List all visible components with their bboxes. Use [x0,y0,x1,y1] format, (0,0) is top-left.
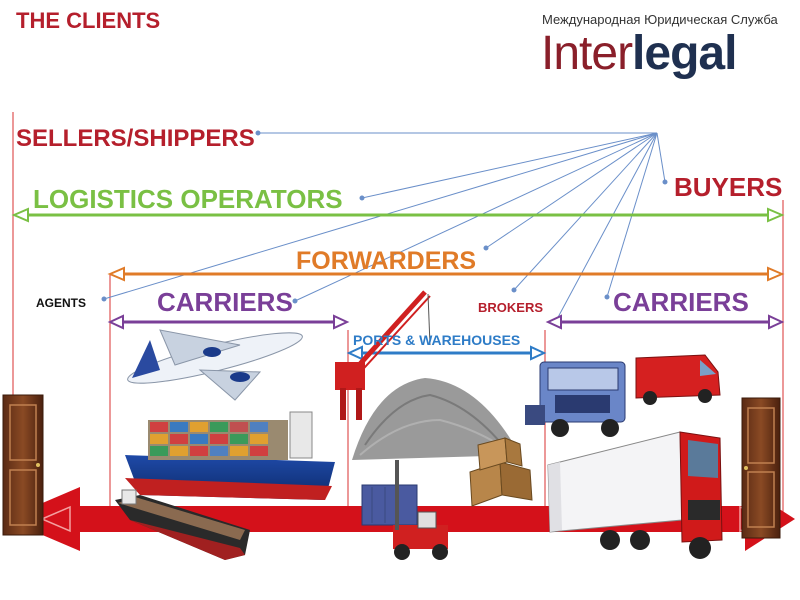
door-left [3,395,43,535]
label-logistics-operators: LOGISTICS OPERATORS [33,186,343,212]
crates [470,438,532,506]
brand-logo: Interlegal [541,26,736,81]
carriers-right-arrow [548,316,782,328]
label-forwarders: FORWARDERS [296,249,476,274]
label-carriers-right: CARRIERS [613,289,749,315]
van-red [636,355,720,405]
brand-tagline: Международная Юридическая Служба [542,12,778,27]
label-carriers-left: CARRIERS [157,289,293,315]
container-ship [125,412,335,500]
brand-name-part1: Inter [541,27,632,80]
label-ports-warehouses: PORTS & WAREHOUSES [353,333,520,347]
brand-name-part2: legal [632,27,736,80]
page-title: THE CLIENTS [16,10,160,32]
carriers-left-arrow [110,316,347,328]
label-agents: AGENTS [36,297,86,309]
door-right [742,398,780,538]
truck-blue [525,362,625,437]
airplane [125,324,306,400]
label-sellers-shippers: SELLERS/SHIPPERS [16,127,255,151]
label-brokers: BROKERS [478,301,543,314]
label-buyers: BUYERS [674,174,782,200]
truck-red [548,432,722,559]
